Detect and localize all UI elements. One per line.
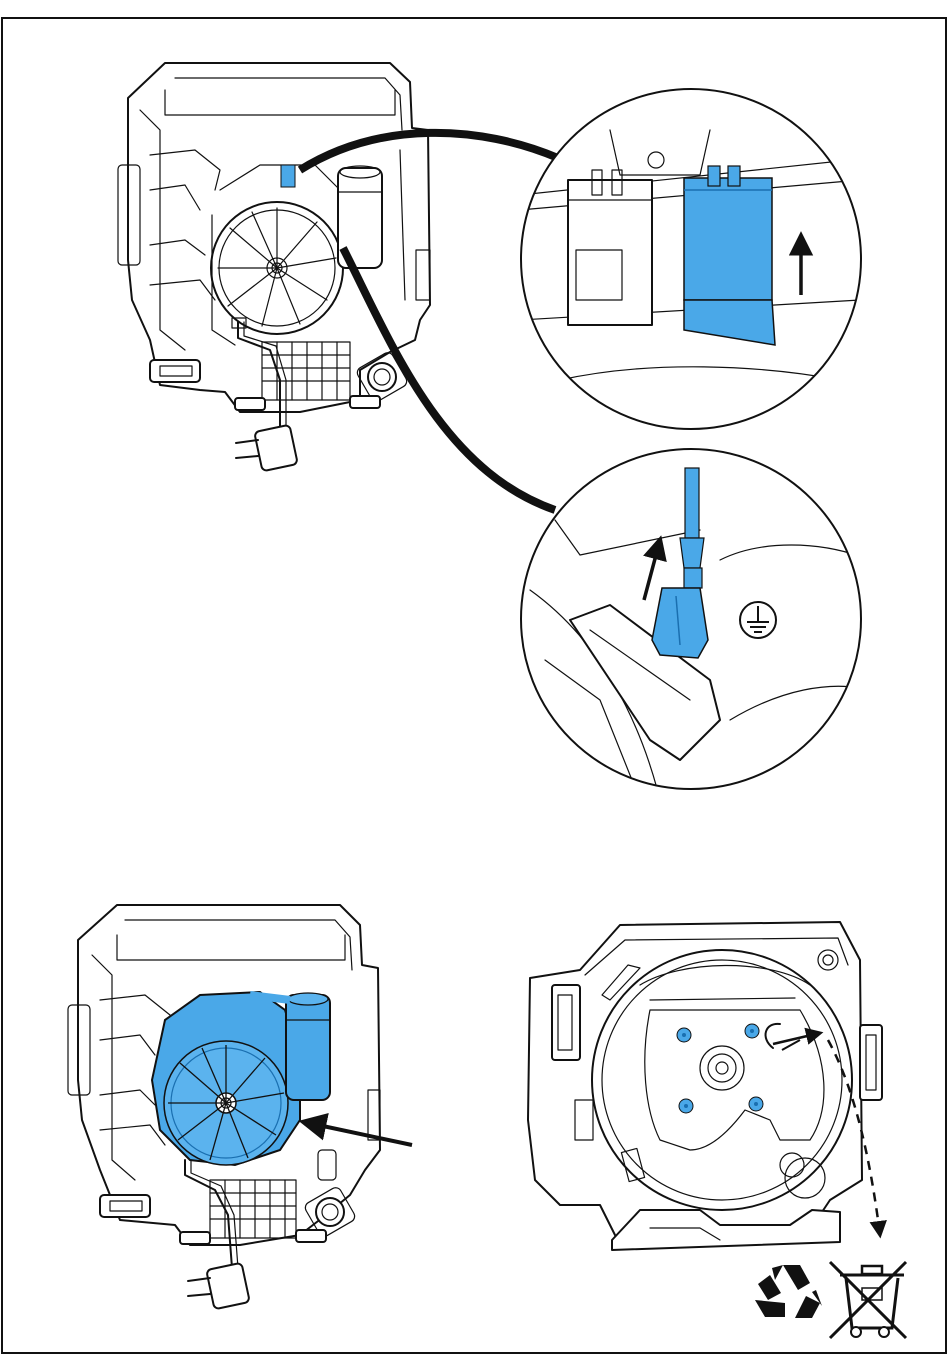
protective-earth-icon xyxy=(740,602,776,638)
detail-b-ground-wire xyxy=(521,449,870,800)
ground-terminal-blue xyxy=(652,588,708,658)
step-2-appliance xyxy=(68,905,412,1309)
connector-plug-blue xyxy=(684,178,772,300)
step-3-motor-assembly xyxy=(528,922,882,1250)
recycle-icon xyxy=(755,1265,822,1322)
crossed-bin-icon xyxy=(830,1262,906,1338)
step-1-appliance xyxy=(118,63,430,471)
capacitor-connector-highlight xyxy=(281,165,295,187)
detail-a-connector xyxy=(520,89,861,429)
